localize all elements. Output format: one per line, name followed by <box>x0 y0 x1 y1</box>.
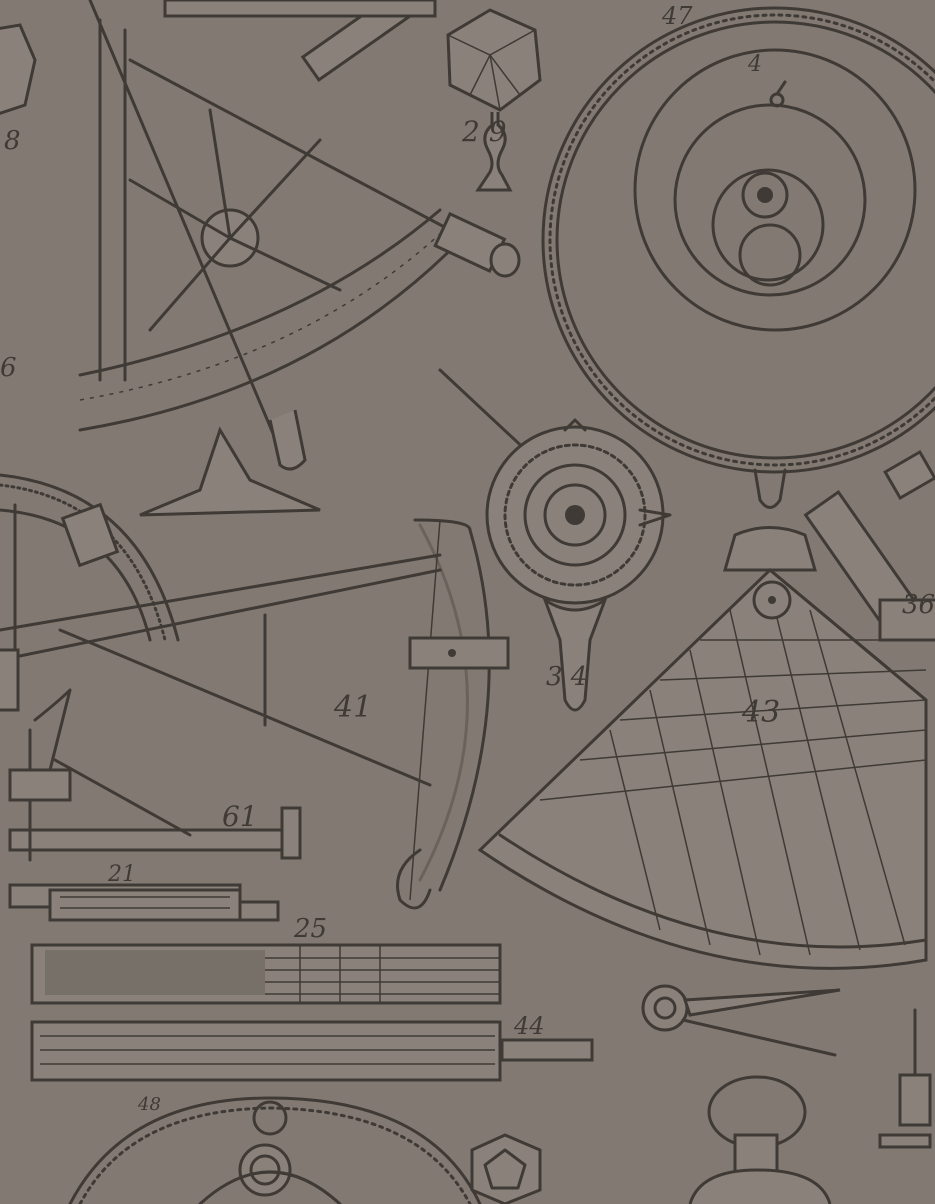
dial-icon <box>438 368 672 712</box>
large-sextant-icon <box>0 473 510 910</box>
figure-number-43: 43 <box>742 695 781 730</box>
polyhedron-edge-icon <box>0 23 37 115</box>
edge-device-icon <box>878 1008 932 1149</box>
polyhedron-icon <box>446 8 542 192</box>
figure-number-36: 36 <box>902 590 935 620</box>
sextant-icon <box>78 0 521 517</box>
ruler-icon <box>8 883 280 922</box>
figure-number-61: 61 <box>222 800 258 833</box>
armillary-sphere-icon <box>541 6 935 572</box>
figure-number-48: 48 <box>138 1094 161 1115</box>
figure-number-41: 41 <box>334 690 373 725</box>
large-ruler-icon <box>30 943 502 1005</box>
figure-number-34: 3 4 <box>546 662 588 692</box>
figure-number-8: 8 <box>4 126 21 156</box>
figure-number-25: 25 <box>294 914 328 944</box>
cross-staff-icon <box>8 688 302 862</box>
edge-instrument-icon <box>803 449 935 642</box>
figure-number-29: 2 9 <box>462 115 507 148</box>
bottom-armillary-icon <box>68 1096 482 1204</box>
slide-rule-icon <box>30 1020 594 1082</box>
figure-number-44: 44 <box>514 1012 545 1040</box>
figure-number-21: 21 <box>108 862 136 887</box>
figure-number-6: 6 <box>0 353 17 383</box>
pocket-watch-icon <box>688 1075 832 1204</box>
quadrant-icon <box>477 567 928 970</box>
dividers-icon <box>641 984 841 1057</box>
figure-number-47: 47 <box>662 2 693 30</box>
planet-glyph: 4 <box>748 52 762 77</box>
bottom-polyhedron-icon <box>470 1133 542 1204</box>
